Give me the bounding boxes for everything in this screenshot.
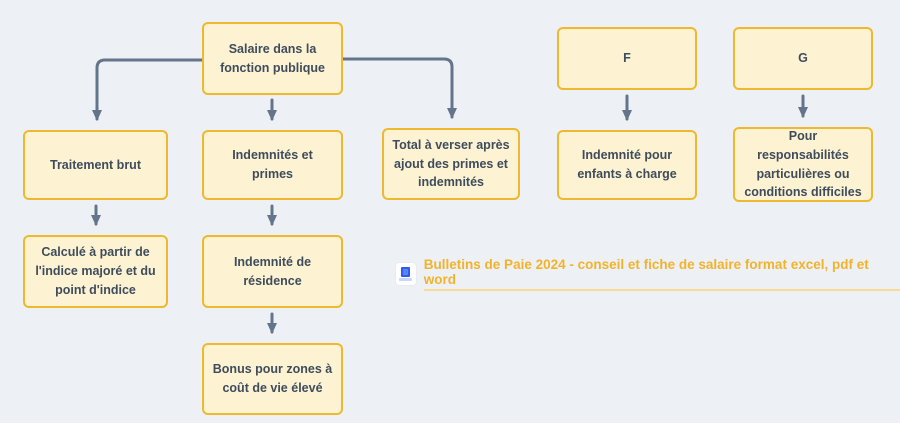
node-indemnite-residence: Indemnité de résidence bbox=[202, 235, 343, 308]
node-label: Indemnités et primes bbox=[232, 148, 313, 181]
node-responsabilites: Pour responsabilités particulières ou co… bbox=[733, 127, 873, 202]
node-label: Traitement brut bbox=[50, 157, 141, 172]
monitor-base bbox=[399, 278, 413, 281]
node-label: G bbox=[798, 51, 808, 66]
edge-salaire-traitement bbox=[92, 58, 204, 121]
node-f: F bbox=[557, 27, 697, 90]
node-label: Indemnité pour enfants à charge bbox=[577, 148, 677, 181]
node-indemnites-primes: Indemnités et primes bbox=[202, 130, 343, 200]
node-calcule-indice: Calculé à partir de l'indice majoré et d… bbox=[23, 235, 168, 308]
edge-salaire-total bbox=[341, 57, 457, 119]
bulletins-paie-link[interactable]: Bulletins de Paie 2024 - conseil et fich… bbox=[423, 257, 900, 291]
node-label: Pour responsabilités particulières ou co… bbox=[744, 129, 862, 200]
node-g: G bbox=[733, 27, 873, 90]
node-label: Total à verser après ajout des primes et… bbox=[392, 137, 510, 190]
node-bonus-zones: Bonus pour zones à coût de vie élevé bbox=[202, 343, 343, 415]
node-label: Calculé à partir de l'indice majoré et d… bbox=[35, 245, 156, 297]
monitor-screen bbox=[401, 267, 411, 277]
node-label: Bonus pour zones à coût de vie élevé bbox=[212, 362, 333, 395]
node-label: Salaire dans la fonction publique bbox=[220, 41, 325, 75]
node-total-verser: Total à verser après ajout des primes et… bbox=[382, 128, 520, 200]
node-traitement-brut: Traitement brut bbox=[23, 130, 168, 200]
node-label: F bbox=[623, 51, 631, 66]
external-link-row: Bulletins de Paie 2024 - conseil et fich… bbox=[396, 257, 900, 291]
node-salaire-fonction-publique: Salaire dans la fonction publique bbox=[202, 22, 343, 95]
node-label: Indemnité de résidence bbox=[233, 254, 312, 288]
node-indemnite-enfants: Indemnité pour enfants à charge bbox=[557, 130, 697, 200]
monitor-icon bbox=[396, 263, 416, 285]
